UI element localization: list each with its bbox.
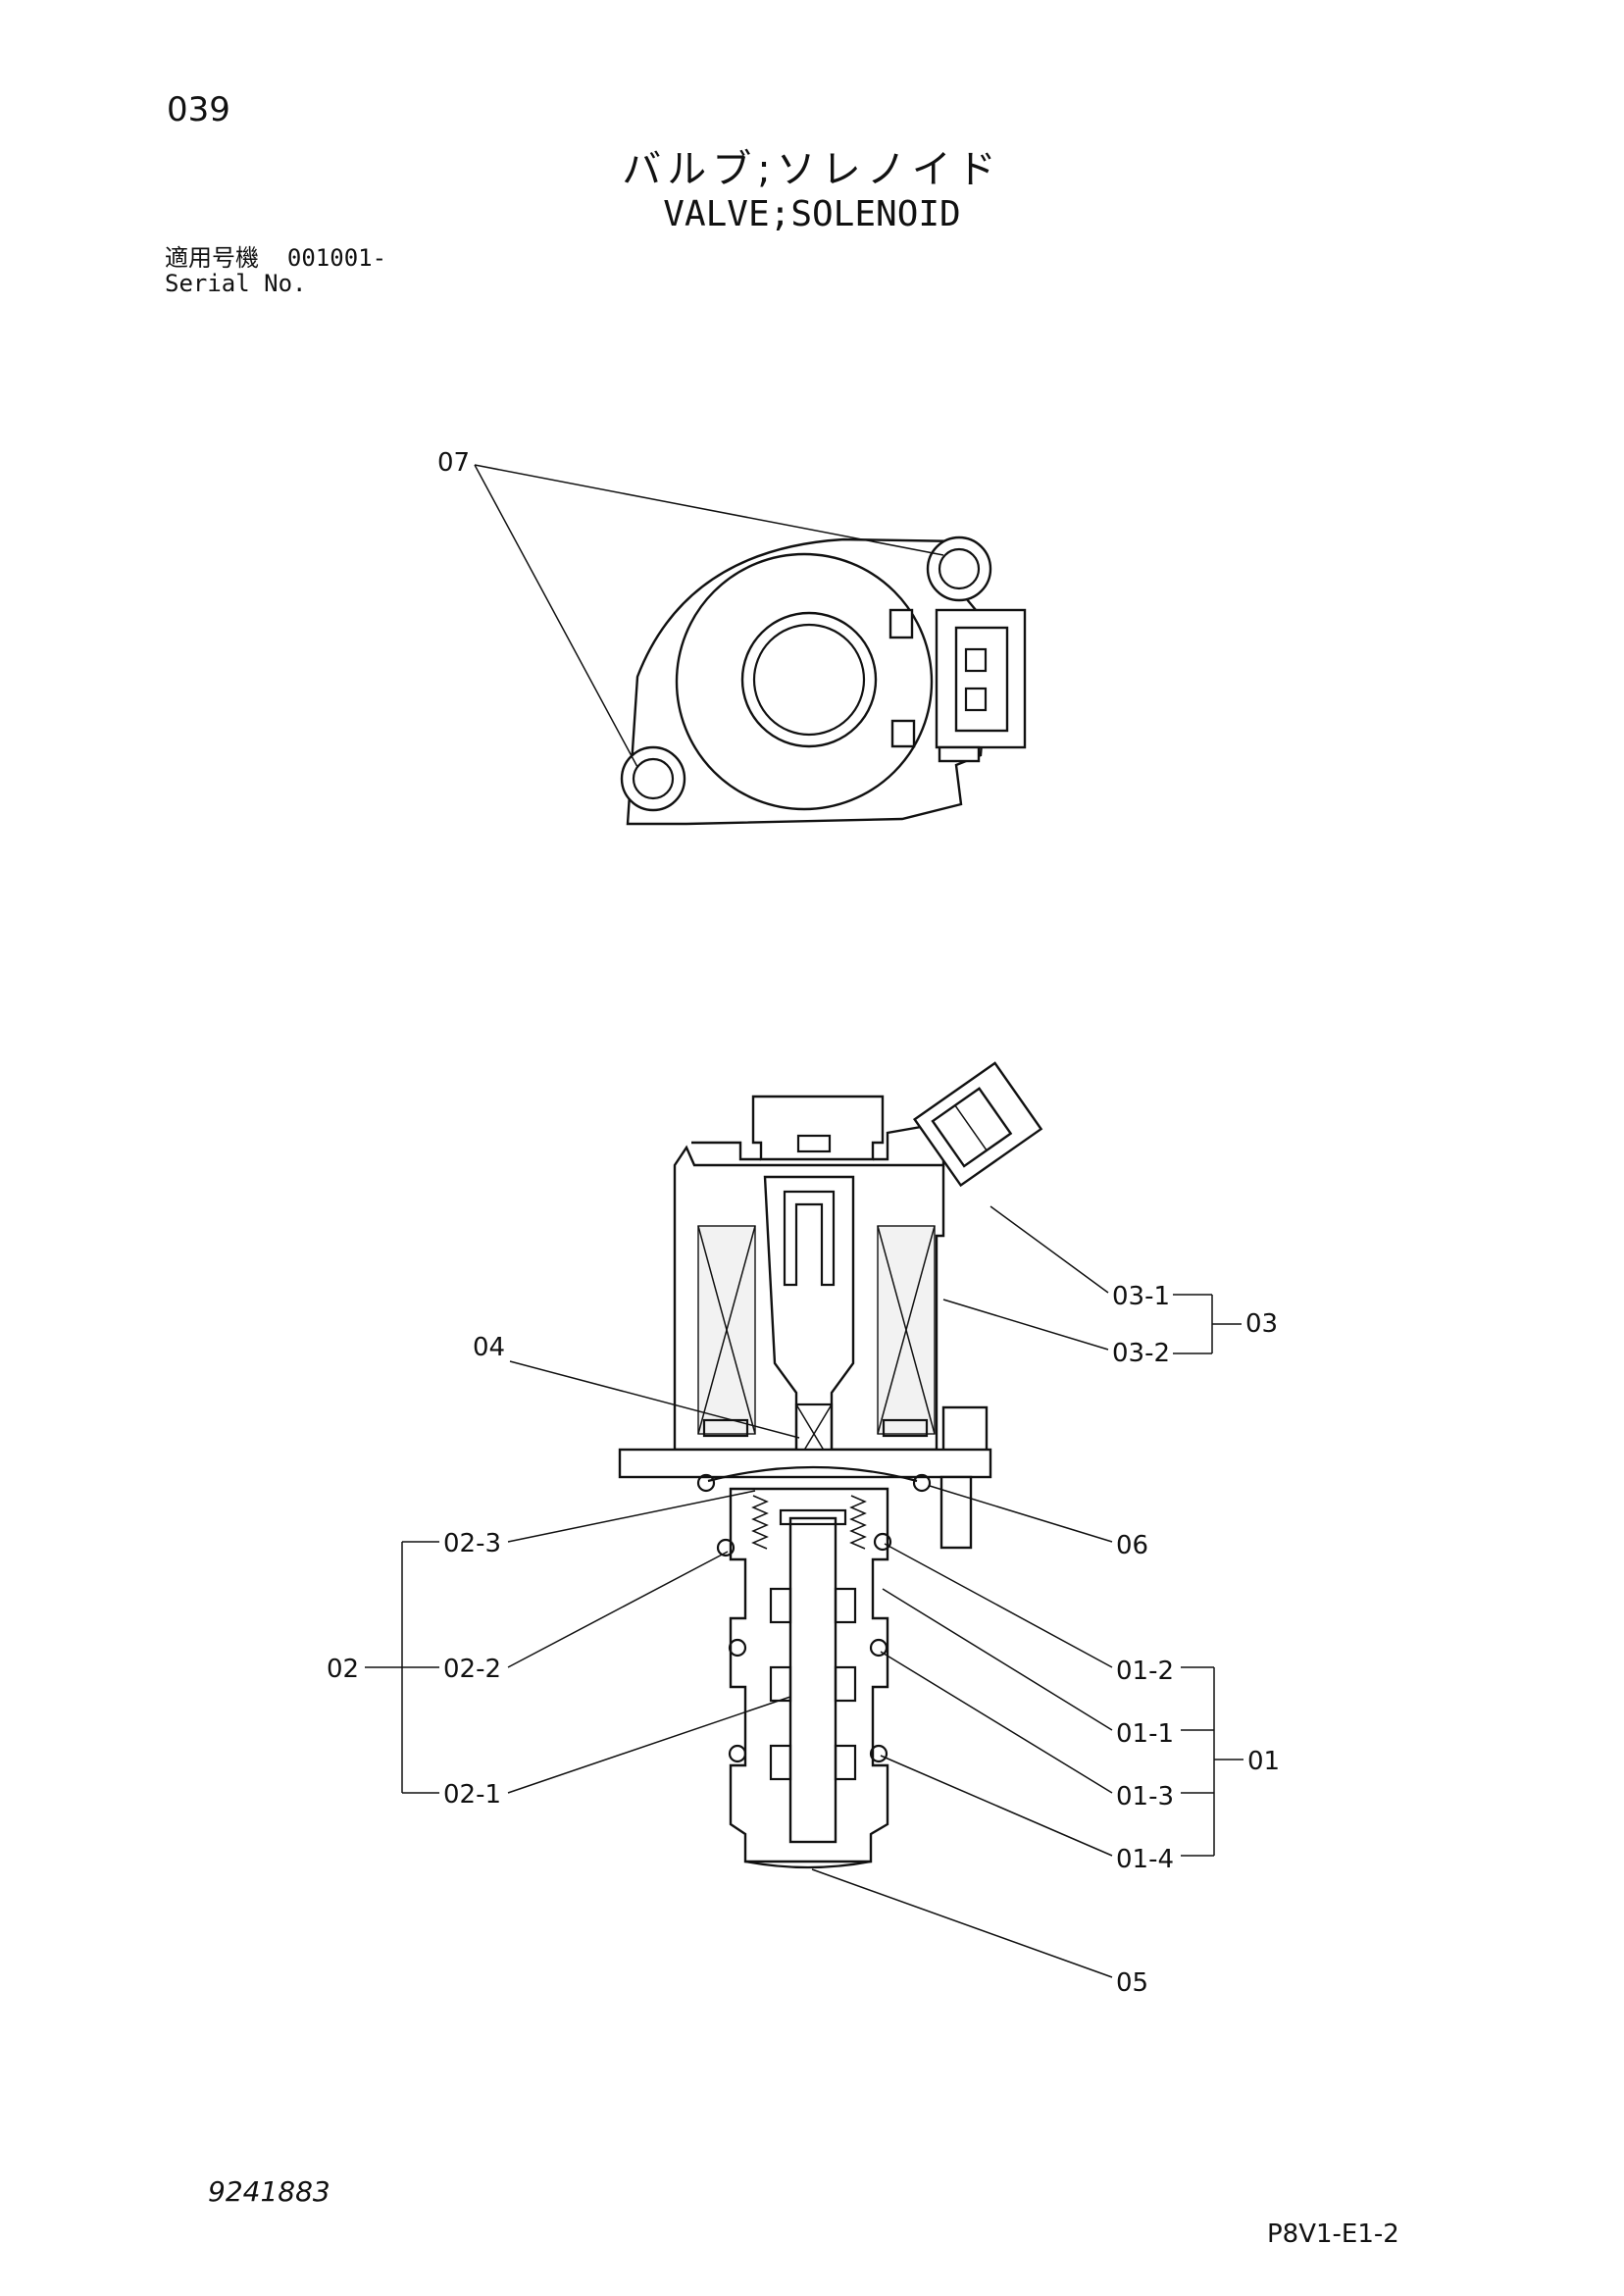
serial-label-english: Serial No.: [165, 270, 307, 297]
callout-label-06: 06: [1116, 1531, 1148, 1560]
callout-01-group: 01-2 01-1 01-3 01-4 01: [880, 1543, 1280, 1874]
callout-label-01-2: 01-2: [1116, 1657, 1174, 1686]
solenoid-top-view: [620, 536, 1027, 826]
callout-04: 04: [473, 1333, 800, 1439]
callout-label-02-2: 02-2: [443, 1655, 501, 1684]
callout-label-02-3: 02-3: [443, 1529, 501, 1558]
callout-05: 05: [811, 1868, 1148, 1998]
page-code: P8V1-E1-2: [1267, 2219, 1399, 2249]
title-japanese: バルブ;ソレノイド: [622, 147, 1002, 192]
title-english: VALVE;SOLENOID: [663, 194, 961, 234]
callout-label-05: 05: [1116, 1968, 1148, 1998]
callout-03-group: 03-1 03-2 03: [942, 1205, 1278, 1368]
callout-label-02-1: 02-1: [443, 1780, 501, 1810]
serial-value: 001001-: [286, 244, 387, 272]
callout-label-01-1: 01-1: [1116, 1719, 1174, 1749]
solenoid-section-view: [618, 1061, 1043, 1869]
callout-label-01-3: 01-3: [1116, 1782, 1174, 1811]
page-number: 039: [167, 90, 230, 129]
callout-label-07: 07: [437, 448, 470, 478]
callout-label-01: 01: [1247, 1747, 1280, 1776]
callout-06: 06: [929, 1485, 1148, 1560]
callout-label-04: 04: [473, 1333, 505, 1362]
serial-number-block: 適用号機 001001- Serial No.: [165, 245, 386, 296]
callout-label-02: 02: [327, 1655, 359, 1684]
callout-07: 07: [437, 448, 944, 768]
serial-label-japanese: 適用号機: [165, 244, 259, 272]
serial-row: 適用号機 001001-: [165, 245, 386, 271]
callout-02-group: 02-3 02-2 02-1 02: [327, 1490, 791, 1810]
callout-label-03-1: 03-1: [1112, 1282, 1170, 1311]
callout-label-03-2: 03-2: [1112, 1339, 1170, 1368]
callout-label-01-4: 01-4: [1116, 1845, 1174, 1874]
callout-label-03: 03: [1245, 1309, 1278, 1339]
document-number: 9241883: [208, 2175, 330, 2208]
